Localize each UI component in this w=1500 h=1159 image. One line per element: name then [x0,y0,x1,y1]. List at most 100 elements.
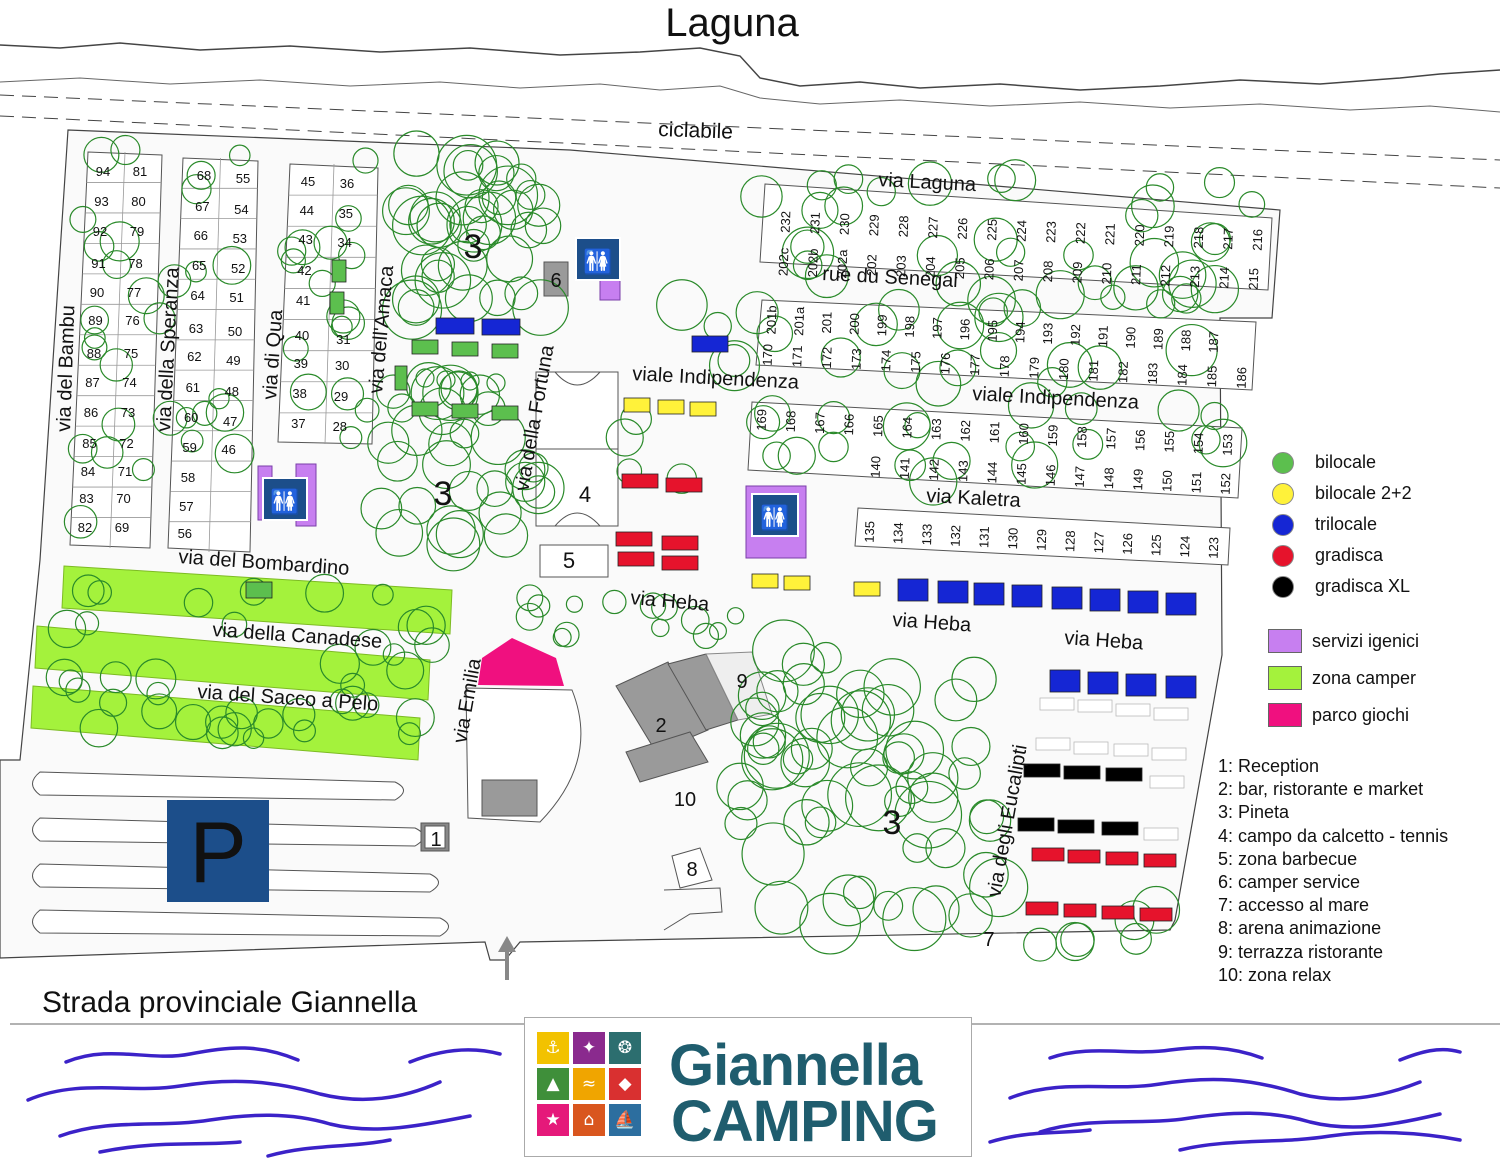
plot-number: 135 [862,521,878,543]
tree-icon [87,580,113,605]
plot-number: 142 [926,459,942,481]
plot-number: 182 [1115,361,1131,383]
tree-icon [605,418,644,457]
plot-number: 208 [1040,260,1056,282]
numbered-key-list: 1: Reception 2: bar, ristorante e market… [1218,755,1448,987]
zone-numbers: 3 3 3 4 5 6 7 8 9 2 10 1 [430,228,994,951]
key-item: 2: bar, ristorante e market [1218,779,1424,800]
plot-number: 29 [334,389,348,404]
plot-number: 206 [981,258,997,280]
tree-icon [69,205,97,233]
gradisca-xl-unit [1023,763,1061,778]
tree-icon [873,890,904,921]
tree-icon [293,719,317,743]
tree-icon [143,302,176,335]
tree-icon [804,254,849,299]
tree-icon [724,806,758,841]
shell-icon: ❂ [609,1032,641,1064]
tree-icon [756,315,794,353]
plot-number: 85 [82,436,96,451]
gradisca-unit [1139,907,1173,922]
map-title: Laguna [665,1,799,45]
gradisca-unit [661,555,699,571]
tree-icon [741,822,805,886]
plot-number: 72 [119,436,133,451]
gradisca-xl-unit [1017,817,1055,832]
plot-number: 198 [902,316,918,338]
tree-icon [504,276,539,311]
gradisca-xl-unit [1057,819,1095,834]
tree-icon [743,722,810,789]
plot-number: 71 [118,464,132,479]
tree-icon [727,780,768,821]
tree-icon [1168,259,1217,308]
tree-icon [457,228,491,262]
plot-number: 155 [1161,431,1177,453]
plot-number: 171 [789,345,805,367]
legend-parco-giochi: parco giochi [1262,699,1492,736]
plot-number: 197 [929,317,945,339]
tree-icon [99,661,132,694]
tree-icon [925,828,966,869]
trilocale-unit [1049,669,1081,693]
tree-icon [680,605,710,635]
tree-icon [782,663,825,706]
legend-servizi: servizi igenici [1262,625,1492,662]
tree-icon [352,147,379,174]
plot-number: 202c [776,247,792,276]
tree-icon [335,685,371,721]
starfish-icon: ★ [537,1104,569,1136]
gradisca-unit [1105,851,1139,866]
tree-icon [516,584,544,612]
giannella-camping-logo: ⚓ ✦ ❂ ▲ ≈ ◆ ★ ⌂ ⛵ Giannella CAMPING [524,1017,972,1157]
gradisca-unit [621,473,659,489]
tree-icon [781,226,835,280]
tree-icon [1011,441,1059,489]
tree-icon [382,187,430,236]
bilocale-2-2-unit [853,581,881,597]
plot-number: 227 [925,216,941,238]
playground [478,638,564,686]
tree-icon [205,393,245,432]
tree-icon [849,748,889,787]
tree-icon [127,277,165,315]
plot-number: 176 [937,352,953,374]
plot-number: 149 [1130,468,1146,490]
plot-number: 81 [133,164,147,179]
svg-text:🚻: 🚻 [760,504,790,532]
tree-icon [824,186,864,226]
bilocale-dot-icon [1272,452,1294,474]
plot-number: 39 [294,356,308,371]
plot-number: 84 [81,464,95,479]
tree-icon [885,720,945,780]
logo-line-1: Giannella [669,1033,922,1098]
tree-icon [737,671,787,720]
gradisca-unit [617,551,655,567]
anchor-icon: ⚓ [537,1032,569,1064]
tree-icon [1100,284,1126,310]
tree-icon [478,491,522,535]
street-bambu: via del Bambu [53,305,79,432]
tree-icon [915,360,962,407]
plot-number: 151 [1188,471,1204,493]
tree-icon [400,244,453,296]
zone-1: 1 [430,829,441,851]
plot-number: 123 [1206,537,1222,559]
tree-icon [217,712,252,747]
zone-3-top: 3 [464,228,483,266]
reception-box-inner [424,825,446,849]
pine-trees [45,130,1266,962]
tree-icon [806,170,837,201]
tree-icon [739,712,787,759]
key-item: 1: Reception [1218,756,1320,776]
tree-icon [186,160,216,190]
empty-unit [1035,737,1071,751]
tree-icon [67,433,98,464]
tree-icon [1113,265,1159,311]
tree-icon [393,130,440,177]
gradisca-xl-unit [1105,767,1143,782]
plot-number: 202 [864,254,880,276]
plot-number: 181 [1086,360,1102,382]
svg-text:🚻: 🚻 [270,488,300,516]
tree-icon [185,260,207,283]
